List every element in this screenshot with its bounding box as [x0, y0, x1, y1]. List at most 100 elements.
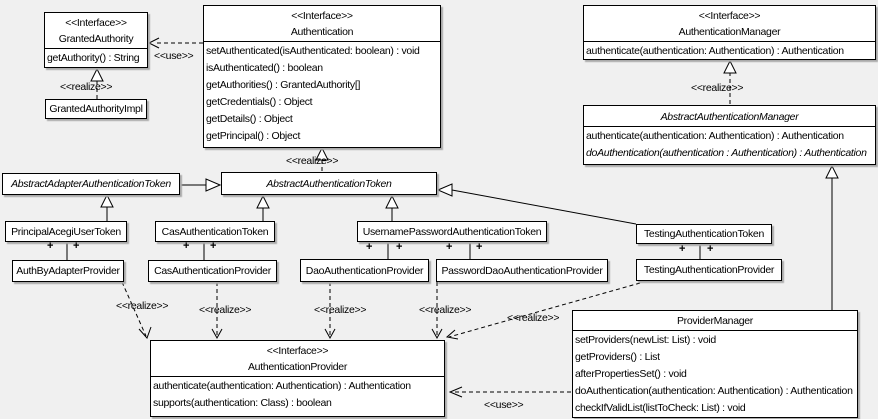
edge-realize-abstractmanager-manager [723, 59, 737, 104]
method: authenticate(authentication: Authenticat… [586, 45, 844, 57]
association-plus: + [707, 243, 714, 255]
method: doAuthentication(authentication: Authent… [575, 385, 853, 397]
edge-gen-adaptertoken-abstracttoken [180, 178, 222, 192]
edge-gen-usernamepasswordtoken [385, 194, 399, 221]
methods-compartment: authenticate(authentication: Authenticat… [151, 376, 444, 413]
edge-use-providermanager-authenticationprovider [448, 386, 571, 398]
edge-gen-principaltoken [100, 193, 114, 221]
edge-gen-testingtoken [436, 183, 637, 225]
class-auth-by-adapter-provider: AuthByAdapterProvider [12, 260, 124, 282]
edge-gen-castoken [256, 194, 270, 221]
class-name: CasAuthenticationProvider [154, 265, 271, 277]
class-name: AbstractAdapterAuthenticationToken [11, 178, 171, 190]
class-name: CasAuthenticationToken [161, 225, 269, 238]
class-name: UsernamePasswordAuthenticationToken [362, 225, 542, 238]
realize-label: <<realize>> [691, 82, 744, 94]
association-plus: + [47, 240, 54, 252]
class-abstract-authentication-token: AbstractAuthenticationToken [221, 172, 437, 195]
class-header: <<Interface>> AuthenticationManager [584, 6, 875, 41]
stereotype-label: <<Interface>> [698, 10, 761, 22]
association-plus: + [183, 240, 190, 252]
association-plus: + [476, 241, 483, 253]
method: afterPropertiesSet() : void [575, 368, 687, 380]
class-testing-authentication-provider: TestingAuthenticationProvider [636, 259, 782, 281]
edge-realize-abstracttoken-authentication [315, 146, 329, 171]
method: checkIfValidList(listToCheck: List) : vo… [575, 402, 746, 414]
class-dao-authentication-provider: DaoAuthenticationProvider [300, 259, 429, 282]
edge-use-authentication-grantedauthority [147, 37, 203, 49]
association-plus: + [73, 240, 80, 252]
realize-label: <<realize>> [507, 312, 560, 324]
class-authentication-manager: <<Interface>> AuthenticationManager auth… [583, 5, 876, 60]
class-principal-acegi-user-token: PrincipalAcegiUserToken [5, 221, 127, 242]
realize-label: <<realize>> [286, 155, 339, 167]
stereotype-label: <<Interface>> [291, 10, 353, 22]
class-name: AbstractAuthenticationManager [660, 111, 799, 123]
class-header: <<Interface>> Authentication [204, 6, 440, 41]
edge-realize-passworddaoprovider [431, 282, 443, 340]
method: getPrincipal() : Object [206, 130, 301, 142]
class-authentication-provider: <<Interface>> AuthenticationProvider aut… [150, 340, 445, 417]
method: getCredentials() : Object [206, 96, 313, 108]
class-abstract-authentication-manager: AbstractAuthenticationManager authentica… [583, 105, 876, 165]
class-name: TestingAuthenticationProvider [643, 264, 775, 276]
class-name: PasswordDaoAuthenticationProvider [441, 264, 603, 277]
realize-label: <<realize>> [314, 304, 367, 316]
use-label: <<use>> [154, 50, 194, 62]
class-name: AuthenticationManager [678, 26, 781, 38]
realize-label: <<realize>> [199, 304, 252, 316]
class-name: ProviderManager [676, 315, 754, 327]
association-plus: + [210, 240, 217, 252]
association-plus: + [446, 241, 453, 253]
method: getProviders() : List [575, 351, 660, 363]
edge-realize-grantedauthorityimpl [90, 67, 104, 99]
class-header: AbstractAuthenticationManager [584, 106, 875, 126]
methods-compartment: setAuthenticated(isAuthenticated: boolea… [204, 41, 440, 146]
edge-gen-providermanager [825, 164, 839, 310]
method: isAuthenticated() : boolean [206, 62, 323, 74]
class-header: ProviderManager [573, 311, 857, 330]
association-plus: + [366, 241, 373, 253]
class-testing-authentication-token: TestingAuthenticationToken [636, 224, 772, 244]
realize-label: <<realize>> [60, 81, 113, 93]
class-name: AuthByAdapterProvider [16, 265, 120, 277]
class-granted-authority-impl: GrantedAuthorityImpl [45, 99, 147, 119]
class-header: <<Interface>> AuthenticationProvider [151, 341, 444, 376]
methods-compartment: setProviders(newList: List) : void getPr… [573, 330, 857, 417]
class-username-password-authentication-token: UsernamePasswordAuthenticationToken [357, 221, 547, 242]
class-cas-authentication-provider: CasAuthenticationProvider [148, 260, 277, 282]
method: authenticate(authentication: Authenticat… [586, 130, 844, 142]
class-password-dao-authentication-provider: PasswordDaoAuthenticationProvider [436, 259, 608, 282]
method: getDetails() : Object [206, 113, 293, 125]
class-header: <<Interface>> GrantedAuthority [45, 13, 147, 48]
edge-realize-casprovider [211, 282, 223, 340]
methods-compartment: authenticate(authentication: Authenticat… [584, 126, 875, 163]
class-authentication: <<Interface>> Authentication setAuthenti… [203, 5, 441, 148]
association-plus: + [679, 243, 686, 255]
method: setAuthenticated(isAuthenticated: boolea… [206, 45, 420, 57]
class-name: GrantedAuthority [58, 33, 134, 45]
realize-label: <<realize>> [116, 300, 169, 312]
class-name: AbstractAuthenticationToken [266, 177, 392, 190]
class-name: GrantedAuthorityImpl [49, 103, 143, 115]
stereotype-label: <<Interface>> [266, 345, 329, 357]
method: authenticate(authentication: Authenticat… [153, 380, 411, 392]
class-provider-manager: ProviderManager setProviders(newList: Li… [572, 310, 858, 418]
stereotype-label: <<Interface>> [65, 17, 127, 29]
class-cas-authentication-token: CasAuthenticationToken [155, 221, 275, 242]
class-name: PrincipalAcegiUserToken [11, 225, 121, 238]
methods-compartment: authenticate(authentication: Authenticat… [584, 41, 875, 59]
association-plus: + [396, 241, 403, 253]
method: setProviders(newList: List) : void [575, 334, 716, 346]
edge-realize-authbyadapterprovider [121, 281, 152, 339]
class-name: Authentication [290, 26, 354, 38]
methods-compartment: getAuthority() : String [45, 48, 147, 67]
class-name: DaoAuthenticationProvider [305, 264, 424, 277]
class-abstract-adapter-authentication-token: AbstractAdapterAuthenticationToken [2, 173, 180, 195]
method: getAuthority() : String [47, 52, 140, 64]
method: supports(authentication: Class) : boolea… [153, 397, 332, 409]
class-name: AuthenticationProvider [247, 361, 348, 373]
method-abstract: doAuthentication(authentication : Authen… [586, 147, 867, 159]
